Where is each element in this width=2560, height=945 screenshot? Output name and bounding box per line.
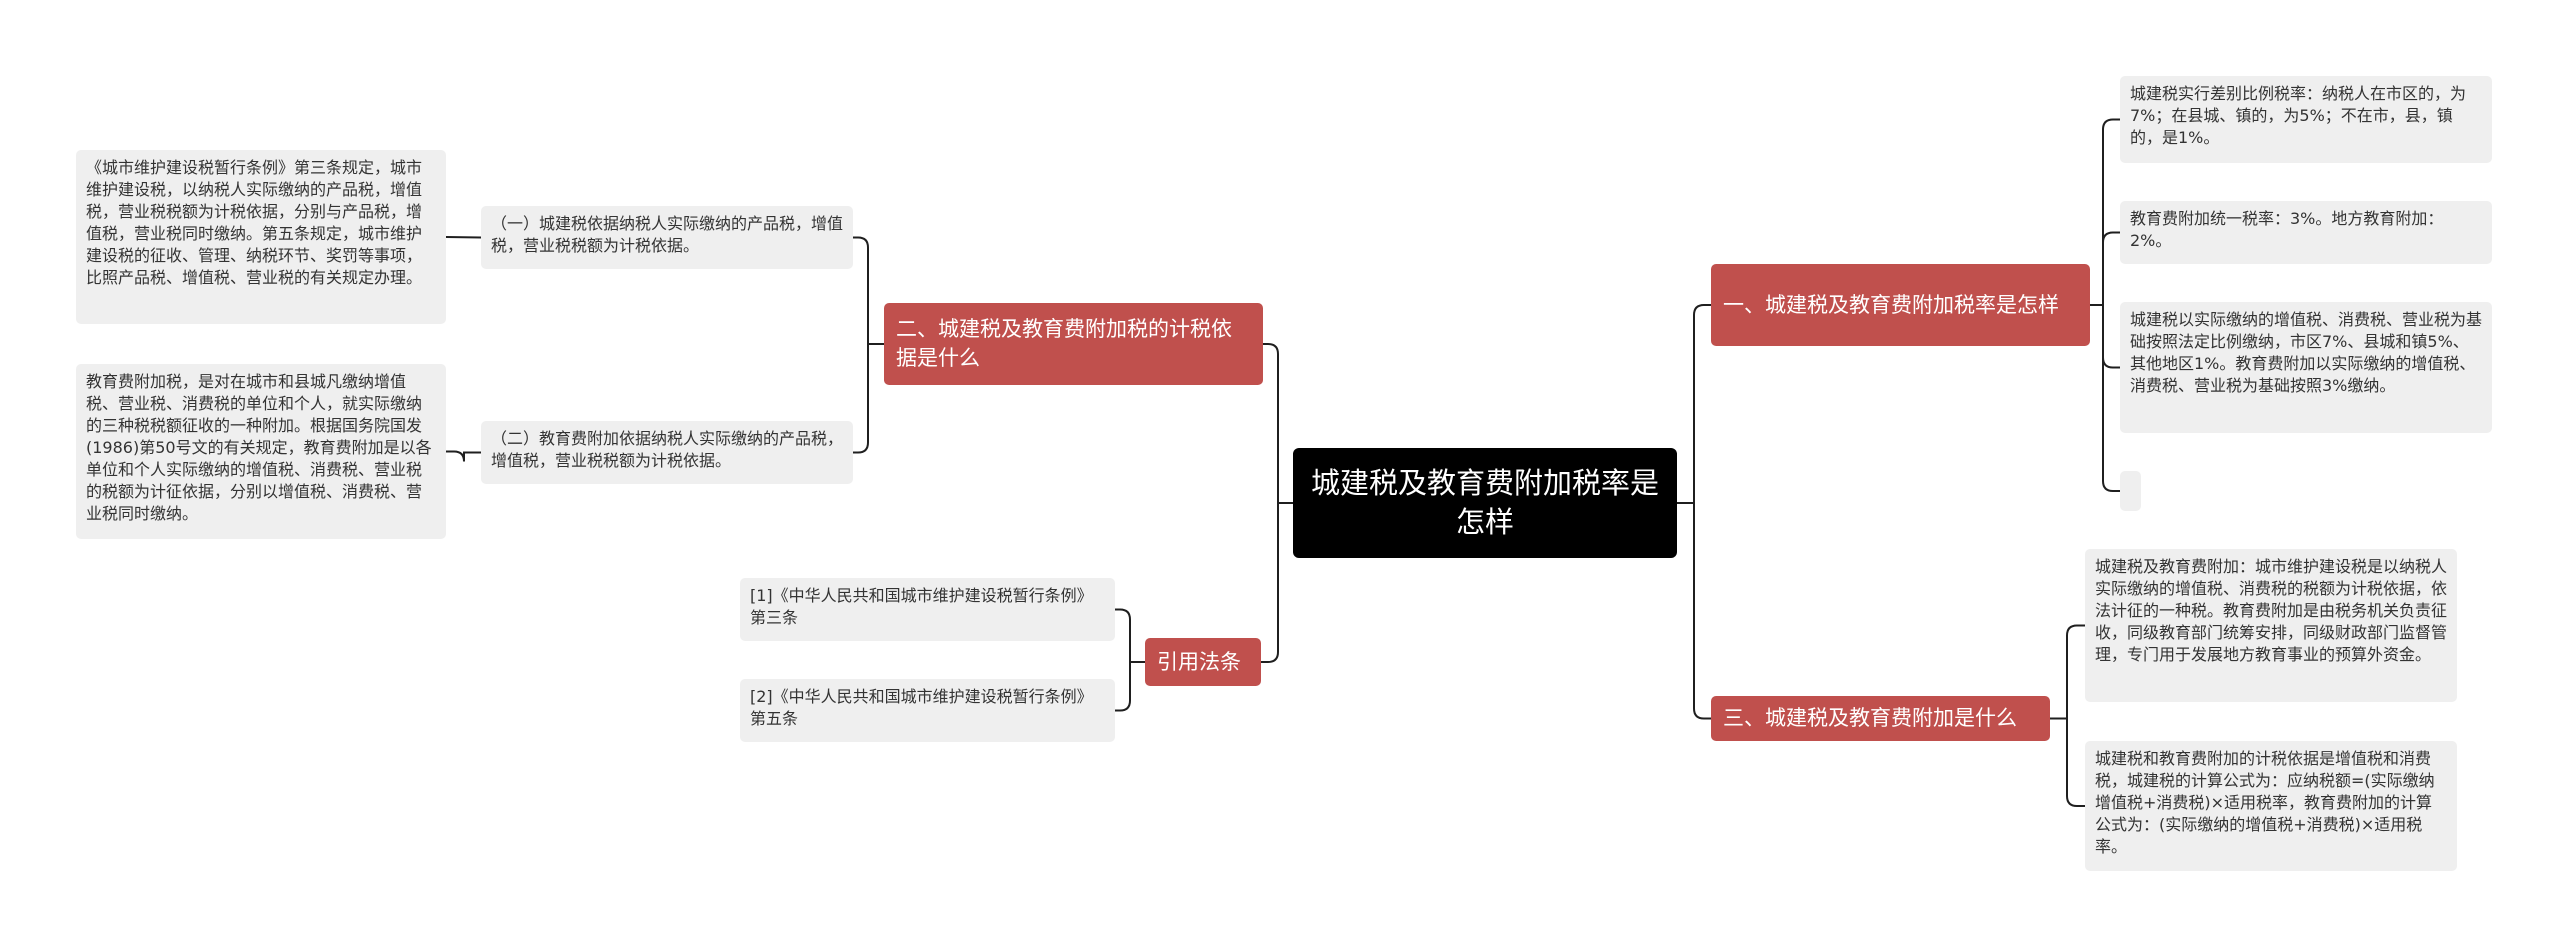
leaf-text: [2]《中华人民共和国城市维护建设税暂行条例》 第五条 xyxy=(750,687,1093,728)
branch-tax-basis-label: 二、城建税及教育费附加税的计税依据是什么 xyxy=(896,317,1232,370)
detail-city-tax-regulation[interactable]: 《城市维护建设税暂行条例》第三条规定，城市维护建设税，以纳税人实际缴纳的产品税，… xyxy=(76,150,446,324)
connector-line xyxy=(2090,304,2120,492)
root-topic-label: 城建税及教育费附加税率是怎样 xyxy=(1311,466,1660,539)
branch-tax-basis[interactable]: 二、城建税及教育费附加税的计税依据是什么 xyxy=(884,303,1263,385)
branch-what-is-label: 三、城建税及教育费附加是什么 xyxy=(1723,706,2017,730)
branch-cited-laws-label: 引用法条 xyxy=(1157,649,1241,674)
leaf-education-surcharge-basis[interactable]: （二）教育费附加依据纳税人实际缴纳的产品税，增值税，营业税税额为计税依据。 xyxy=(481,421,853,484)
leaf-rate-city-tax[interactable]: 城建税实行差别比例税率：纳税人在市区的，为7%；在县城、镇的，为5%；不在市，县… xyxy=(2120,76,2492,163)
citation-article-5[interactable]: [2]《中华人民共和国城市维护建设税暂行条例》 第五条 xyxy=(740,679,1115,742)
connector-line xyxy=(2050,624,2085,720)
leaf-city-tax-basis[interactable]: （一）城建税依据纳税人实际缴纳的产品税，增值税，营业税税额为计税依据。 xyxy=(481,206,853,269)
connector-line xyxy=(2090,304,2120,369)
connector-line xyxy=(853,236,884,345)
leaf-rate-basis[interactable]: 城建税以实际缴纳的增值税、消费税、营业税为基础按照法定比例缴纳，市区7%、县城和… xyxy=(2120,302,2492,433)
connector-line xyxy=(2090,231,2120,306)
root-topic[interactable]: 城建税及教育费附加税率是怎样 xyxy=(1293,448,1677,558)
connector-line xyxy=(446,450,481,462)
connector-line xyxy=(1115,661,1145,712)
connector-line xyxy=(1115,608,1145,663)
branch-what-is[interactable]: 三、城建税及教育费附加是什么 xyxy=(1711,696,2050,741)
detail-education-surcharge[interactable]: 教育费附加税，是对在城市和县城凡缴纳增值税、营业税、消费税的单位和个人，就实际缴… xyxy=(76,364,446,539)
citation-article-3[interactable]: [1]《中华人民共和国城市维护建设税暂行条例》 第三条 xyxy=(740,578,1115,641)
connector-line xyxy=(2090,118,2120,306)
leaf-text: 教育费附加统一税率：3%。地方教育附加：2%。 xyxy=(2130,209,2444,250)
leaf-text: 城建税和教育费附加的计税依据是增值税和消费税，城建税的计算公式为：应纳税额=(实… xyxy=(2095,749,2435,856)
leaf-rate-education-surcharge[interactable]: 教育费附加统一税率：3%。地方教育附加：2%。 xyxy=(2120,201,2492,264)
connector-line xyxy=(1677,502,1711,720)
leaf-calculation-formula[interactable]: 城建税和教育费附加的计税依据是增值税和消费税，城建税的计算公式为：应纳税额=(实… xyxy=(2085,741,2457,871)
connector-line xyxy=(853,343,884,454)
leaf-text: 城建税实行差别比例税率：纳税人在市区的，为7%；在县城、镇的，为5%；不在市，县… xyxy=(2130,84,2467,147)
connector-line xyxy=(445,236,482,239)
connector-line xyxy=(1263,343,1293,504)
connector-line xyxy=(1677,304,1711,504)
leaf-text: 教育费附加税，是对在城市和县城凡缴纳增值税、营业税、消费税的单位和个人，就实际缴… xyxy=(86,372,432,523)
leaf-text: （一）城建税依据纳税人实际缴纳的产品税，增值税，营业税税额为计税依据。 xyxy=(491,214,844,255)
connector-line xyxy=(1261,502,1293,663)
leaf-text: （二）教育费附加依据纳税人实际缴纳的产品税，增值税，营业税税额为计税依据。 xyxy=(491,429,844,470)
leaf-definition[interactable]: 城建税及教育费附加：城市维护建设税是以纳税人实际缴纳的增值税、消费税的税额为计税… xyxy=(2085,549,2457,702)
leaf-text: 城建税及教育费附加：城市维护建设税是以纳税人实际缴纳的增值税、消费税的税额为计税… xyxy=(2095,557,2448,664)
connector-line xyxy=(2050,717,2085,807)
leaf-empty[interactable] xyxy=(2120,471,2141,511)
leaf-text: 城建税以实际缴纳的增值税、消费税、营业税为基础按照法定比例缴纳，市区7%、县城和… xyxy=(2130,310,2483,395)
branch-tax-rates-label: 一、城建税及教育费附加税率是怎样 xyxy=(1723,292,2059,317)
branch-cited-laws[interactable]: 引用法条 xyxy=(1145,638,1261,686)
branch-tax-rates[interactable]: 一、城建税及教育费附加税率是怎样 xyxy=(1711,264,2090,346)
leaf-text: [1]《中华人民共和国城市维护建设税暂行条例》 第三条 xyxy=(750,586,1093,627)
leaf-text: 《城市维护建设税暂行条例》第三条规定，城市维护建设税，以纳税人实际缴纳的产品税，… xyxy=(86,158,423,287)
